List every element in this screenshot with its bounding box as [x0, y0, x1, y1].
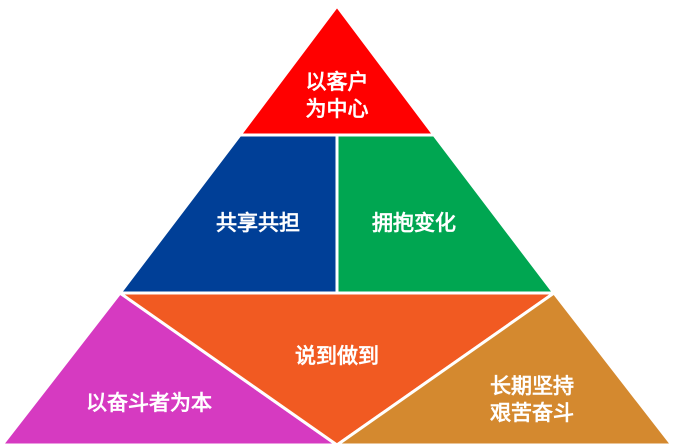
label-top-line1: 以客户 [306, 70, 369, 94]
label-bottom-left: 以奋斗者为本 [86, 391, 212, 415]
label-bottom-center: 说到做到 [295, 344, 379, 368]
label-middle-left: 共享共担 [216, 211, 300, 235]
label-bottom-right-line2: 艰苦奋斗 [489, 401, 574, 425]
label-top-line2: 为中心 [306, 97, 369, 121]
segment-bottom-right [335, 291, 674, 447]
label-bottom-right-line1: 长期坚持 [490, 374, 574, 398]
label-middle-right: 拥抱变化 [372, 211, 456, 235]
